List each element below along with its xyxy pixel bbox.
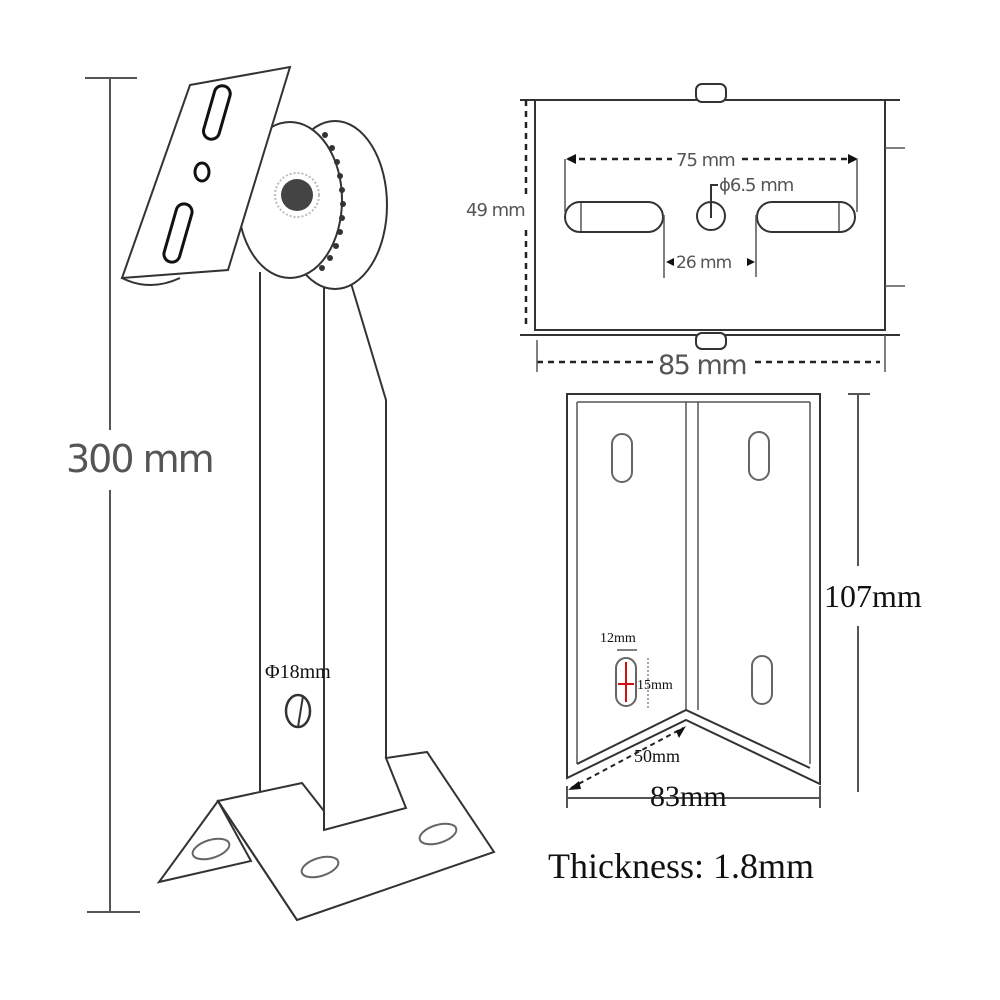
- gear-teeth: [319, 132, 346, 271]
- swivel-joint: [237, 120, 388, 290]
- height-dimension-line: [85, 77, 140, 913]
- bolt-hole-label: Φ18mm: [265, 661, 331, 683]
- post: [259, 272, 387, 810]
- base-plate-view: 12mm 15mm 50mm 83mm 107mm: [566, 393, 922, 813]
- left-slot: [564, 201, 664, 233]
- overall-height-label: 300 mm: [66, 437, 213, 481]
- width-label: 85 mm: [658, 350, 746, 381]
- slot: [751, 655, 773, 705]
- top-plate: [120, 65, 292, 286]
- pivot-nut-icon: [281, 179, 313, 211]
- bolt-hole-icon: [284, 693, 312, 729]
- base-plate: [156, 750, 496, 922]
- flange-label: 50mm: [634, 746, 680, 766]
- height-label: 107mm: [824, 578, 922, 614]
- slot-length-label: 15mm: [637, 678, 673, 693]
- slot-gap-label: 26 mm: [676, 253, 732, 273]
- height-label: 49 mm: [466, 200, 525, 221]
- thickness-label: Thickness: 1.8mm: [548, 846, 814, 886]
- center-hole-label: ϕ6.5 mm: [719, 175, 793, 196]
- tab-top: [695, 83, 727, 103]
- top-plate-view: 75 mm ϕ6.5 mm 26 mm 49 mm 85 mm: [466, 83, 905, 381]
- slot-span-label: 75 mm: [676, 150, 735, 171]
- tab-bottom: [695, 332, 727, 350]
- stand-view: 300 mm: [66, 65, 496, 922]
- width-label: 83mm: [650, 780, 727, 813]
- right-slot: [756, 201, 856, 233]
- slot: [611, 433, 633, 483]
- slot: [748, 431, 770, 481]
- slot-width-label: 12mm: [600, 631, 636, 646]
